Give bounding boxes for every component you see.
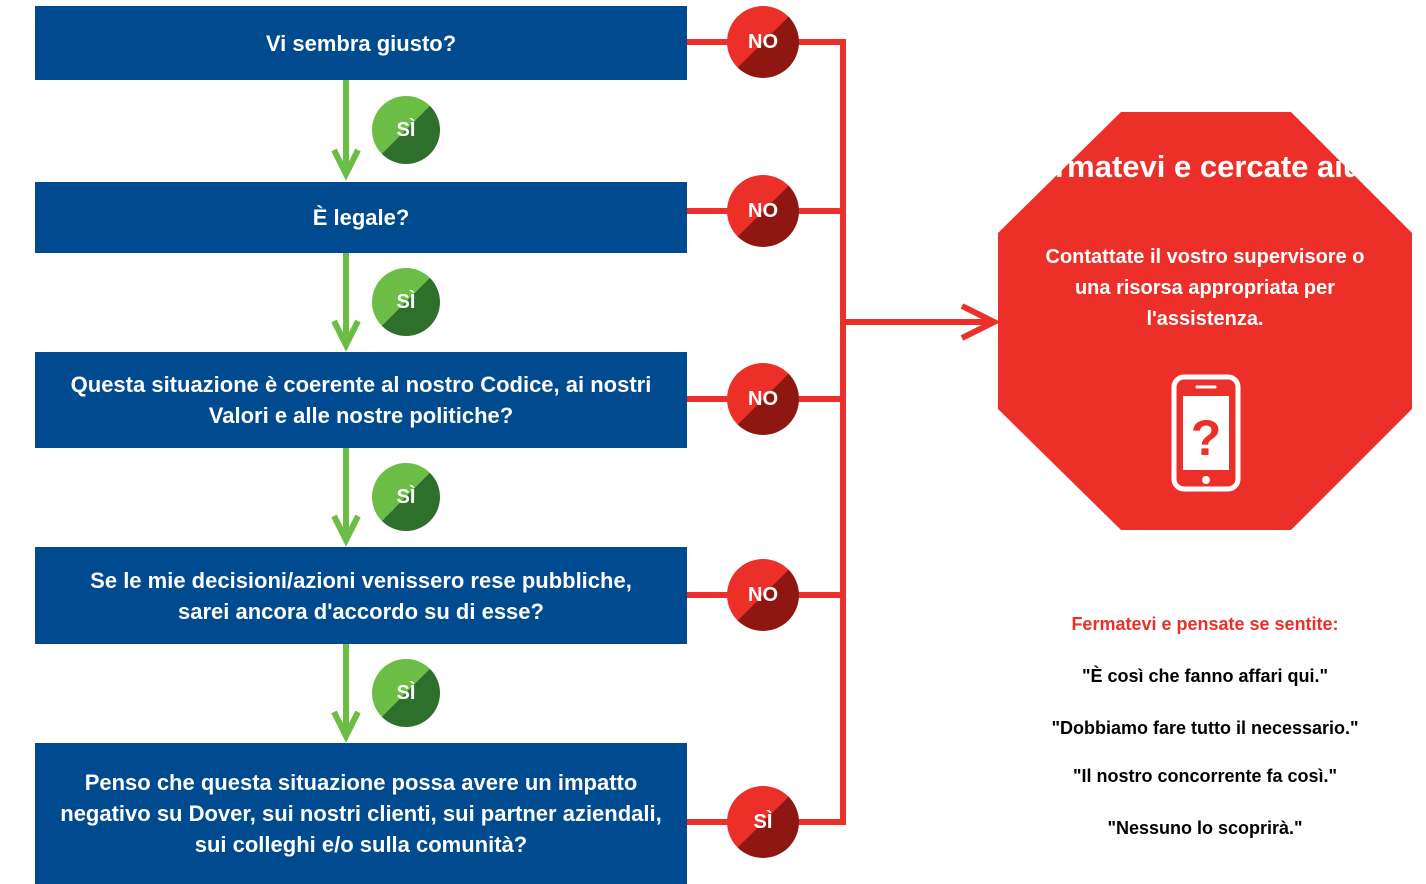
stop-sign <box>998 112 1412 530</box>
warning-quote: "Nessuno lo scoprirà." <box>1107 818 1303 838</box>
stop-sign-subtitle: Contattate il vostro supervisore o una r… <box>1000 242 1410 335</box>
warning-quote: "Il nostro concorrente fa così." <box>1072 766 1338 786</box>
no-label: NO <box>748 30 778 53</box>
yes-red-badge: SÌ <box>727 786 799 858</box>
yes-label: SÌ <box>396 681 416 704</box>
yes-arrow <box>331 253 361 352</box>
no-badge: NO <box>727 6 799 78</box>
stop-sign-title: Fermatevi e cercate aiuto <box>1018 149 1392 184</box>
question-text: Penso che questa situazione possa avere … <box>60 770 662 857</box>
no-connector <box>687 39 1001 825</box>
question-box: Questa situazione è coerente al nostro C… <box>35 352 687 448</box>
warning-quote: "Dobbiamo fare tutto il necessario." <box>1051 718 1359 738</box>
question-text: È legale? <box>312 205 410 230</box>
yes-label: SÌ <box>396 485 416 508</box>
yes-arrow <box>331 80 361 181</box>
no-label: NO <box>748 583 778 606</box>
question-box: Penso che questa situazione possa avere … <box>35 743 687 884</box>
yes-arrow <box>331 644 361 743</box>
stop-sign-subtitle-text: Contattate il vostro supervisore o una r… <box>1045 246 1365 330</box>
question-box: È legale? <box>35 182 687 253</box>
no-badge: NO <box>727 559 799 631</box>
no-badge: NO <box>727 175 799 247</box>
warnings-heading: Fermatevi e pensate se sentite: <box>1071 614 1339 634</box>
yes-badge: SÌ <box>372 96 440 164</box>
yes-label: SÌ <box>396 290 416 313</box>
question-text: Questa situazione è coerente al nostro C… <box>70 372 652 428</box>
warning-quote: "È così che fanno affari qui." <box>1081 666 1329 686</box>
question-box: Vi sembra giusto? <box>35 6 687 80</box>
smartphone-question-icon: ? <box>1171 374 1241 492</box>
question-text: Se le mie decisioni/azioni venissero res… <box>90 567 632 624</box>
yes-label: SÌ <box>753 810 773 833</box>
yes-label: SÌ <box>396 118 416 141</box>
question-box: Se le mie decisioni/azioni venissero res… <box>35 547 687 644</box>
no-badge: NO <box>727 363 799 435</box>
question-text: Vi sembra giusto? <box>265 30 457 56</box>
yes-arrow <box>331 448 361 547</box>
yes-badge: SÌ <box>372 463 440 531</box>
no-label: NO <box>748 199 778 222</box>
no-label: NO <box>748 387 778 410</box>
svg-text:?: ? <box>1191 410 1222 466</box>
yes-badge: SÌ <box>372 659 440 727</box>
yes-badge: SÌ <box>372 268 440 336</box>
